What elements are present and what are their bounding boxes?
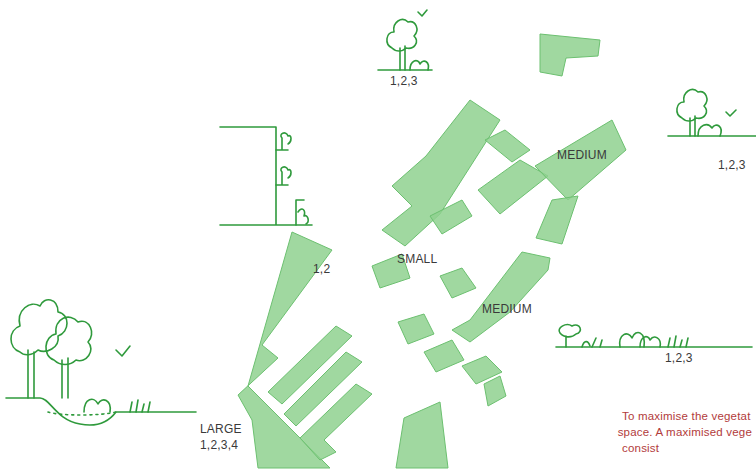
parcel-shape bbox=[396, 402, 448, 468]
parcel-shape bbox=[484, 376, 506, 406]
grass bbox=[582, 338, 602, 347]
shrub bbox=[640, 337, 660, 347]
water-line bbox=[48, 412, 116, 415]
size-label: MEDIUM bbox=[482, 302, 532, 316]
size-label: MEDIUM bbox=[557, 148, 607, 162]
note-text: space. A maximised vege bbox=[618, 425, 752, 439]
bird bbox=[726, 110, 736, 116]
size-label: LARGE bbox=[200, 422, 242, 436]
parcel-shape bbox=[430, 200, 472, 234]
parcel-shape bbox=[382, 100, 500, 246]
note-text: consist bbox=[622, 441, 659, 455]
parcel-shape bbox=[440, 268, 476, 298]
small-tree bbox=[559, 325, 580, 347]
parcel-shape bbox=[452, 252, 550, 342]
sketch-group bbox=[6, 10, 756, 425]
parcel-shape bbox=[536, 196, 578, 244]
building-section bbox=[220, 127, 312, 225]
terrace-plant bbox=[296, 200, 308, 225]
parcel-shape bbox=[540, 34, 600, 76]
balcony-plant bbox=[276, 167, 291, 185]
note-text: To maximise the vegetat bbox=[622, 409, 751, 423]
tree-crown bbox=[677, 90, 707, 121]
tree-crown bbox=[11, 300, 67, 355]
callout-number: 1,2,3 bbox=[390, 74, 418, 88]
ground-line bbox=[668, 135, 756, 137]
callout-number: 1,2,3 bbox=[718, 158, 746, 172]
tree-crown bbox=[46, 317, 92, 364]
ground-profile bbox=[6, 398, 196, 425]
shrub bbox=[698, 125, 721, 136]
shrub bbox=[84, 399, 110, 412]
callout-number: 1,2,3,4 bbox=[200, 438, 238, 452]
parcel-group bbox=[238, 34, 626, 468]
parcel-shape bbox=[398, 314, 434, 344]
size-label: SMALL bbox=[397, 252, 437, 266]
parcel-shape bbox=[300, 384, 372, 460]
bird bbox=[116, 346, 130, 356]
parcel-shape bbox=[535, 120, 626, 200]
callout-number: 1,2 bbox=[313, 262, 330, 276]
reeds bbox=[130, 400, 150, 412]
tree-crown bbox=[387, 20, 417, 51]
shrub bbox=[410, 61, 428, 70]
bird bbox=[418, 10, 427, 16]
grass bbox=[668, 336, 688, 347]
balcony-plant bbox=[276, 133, 291, 150]
parcel-shape bbox=[485, 130, 530, 162]
callout-number: 1,2,3 bbox=[665, 351, 693, 365]
tree-trunk bbox=[28, 350, 34, 398]
ground-line bbox=[556, 346, 752, 348]
parcel-shape bbox=[424, 340, 464, 372]
